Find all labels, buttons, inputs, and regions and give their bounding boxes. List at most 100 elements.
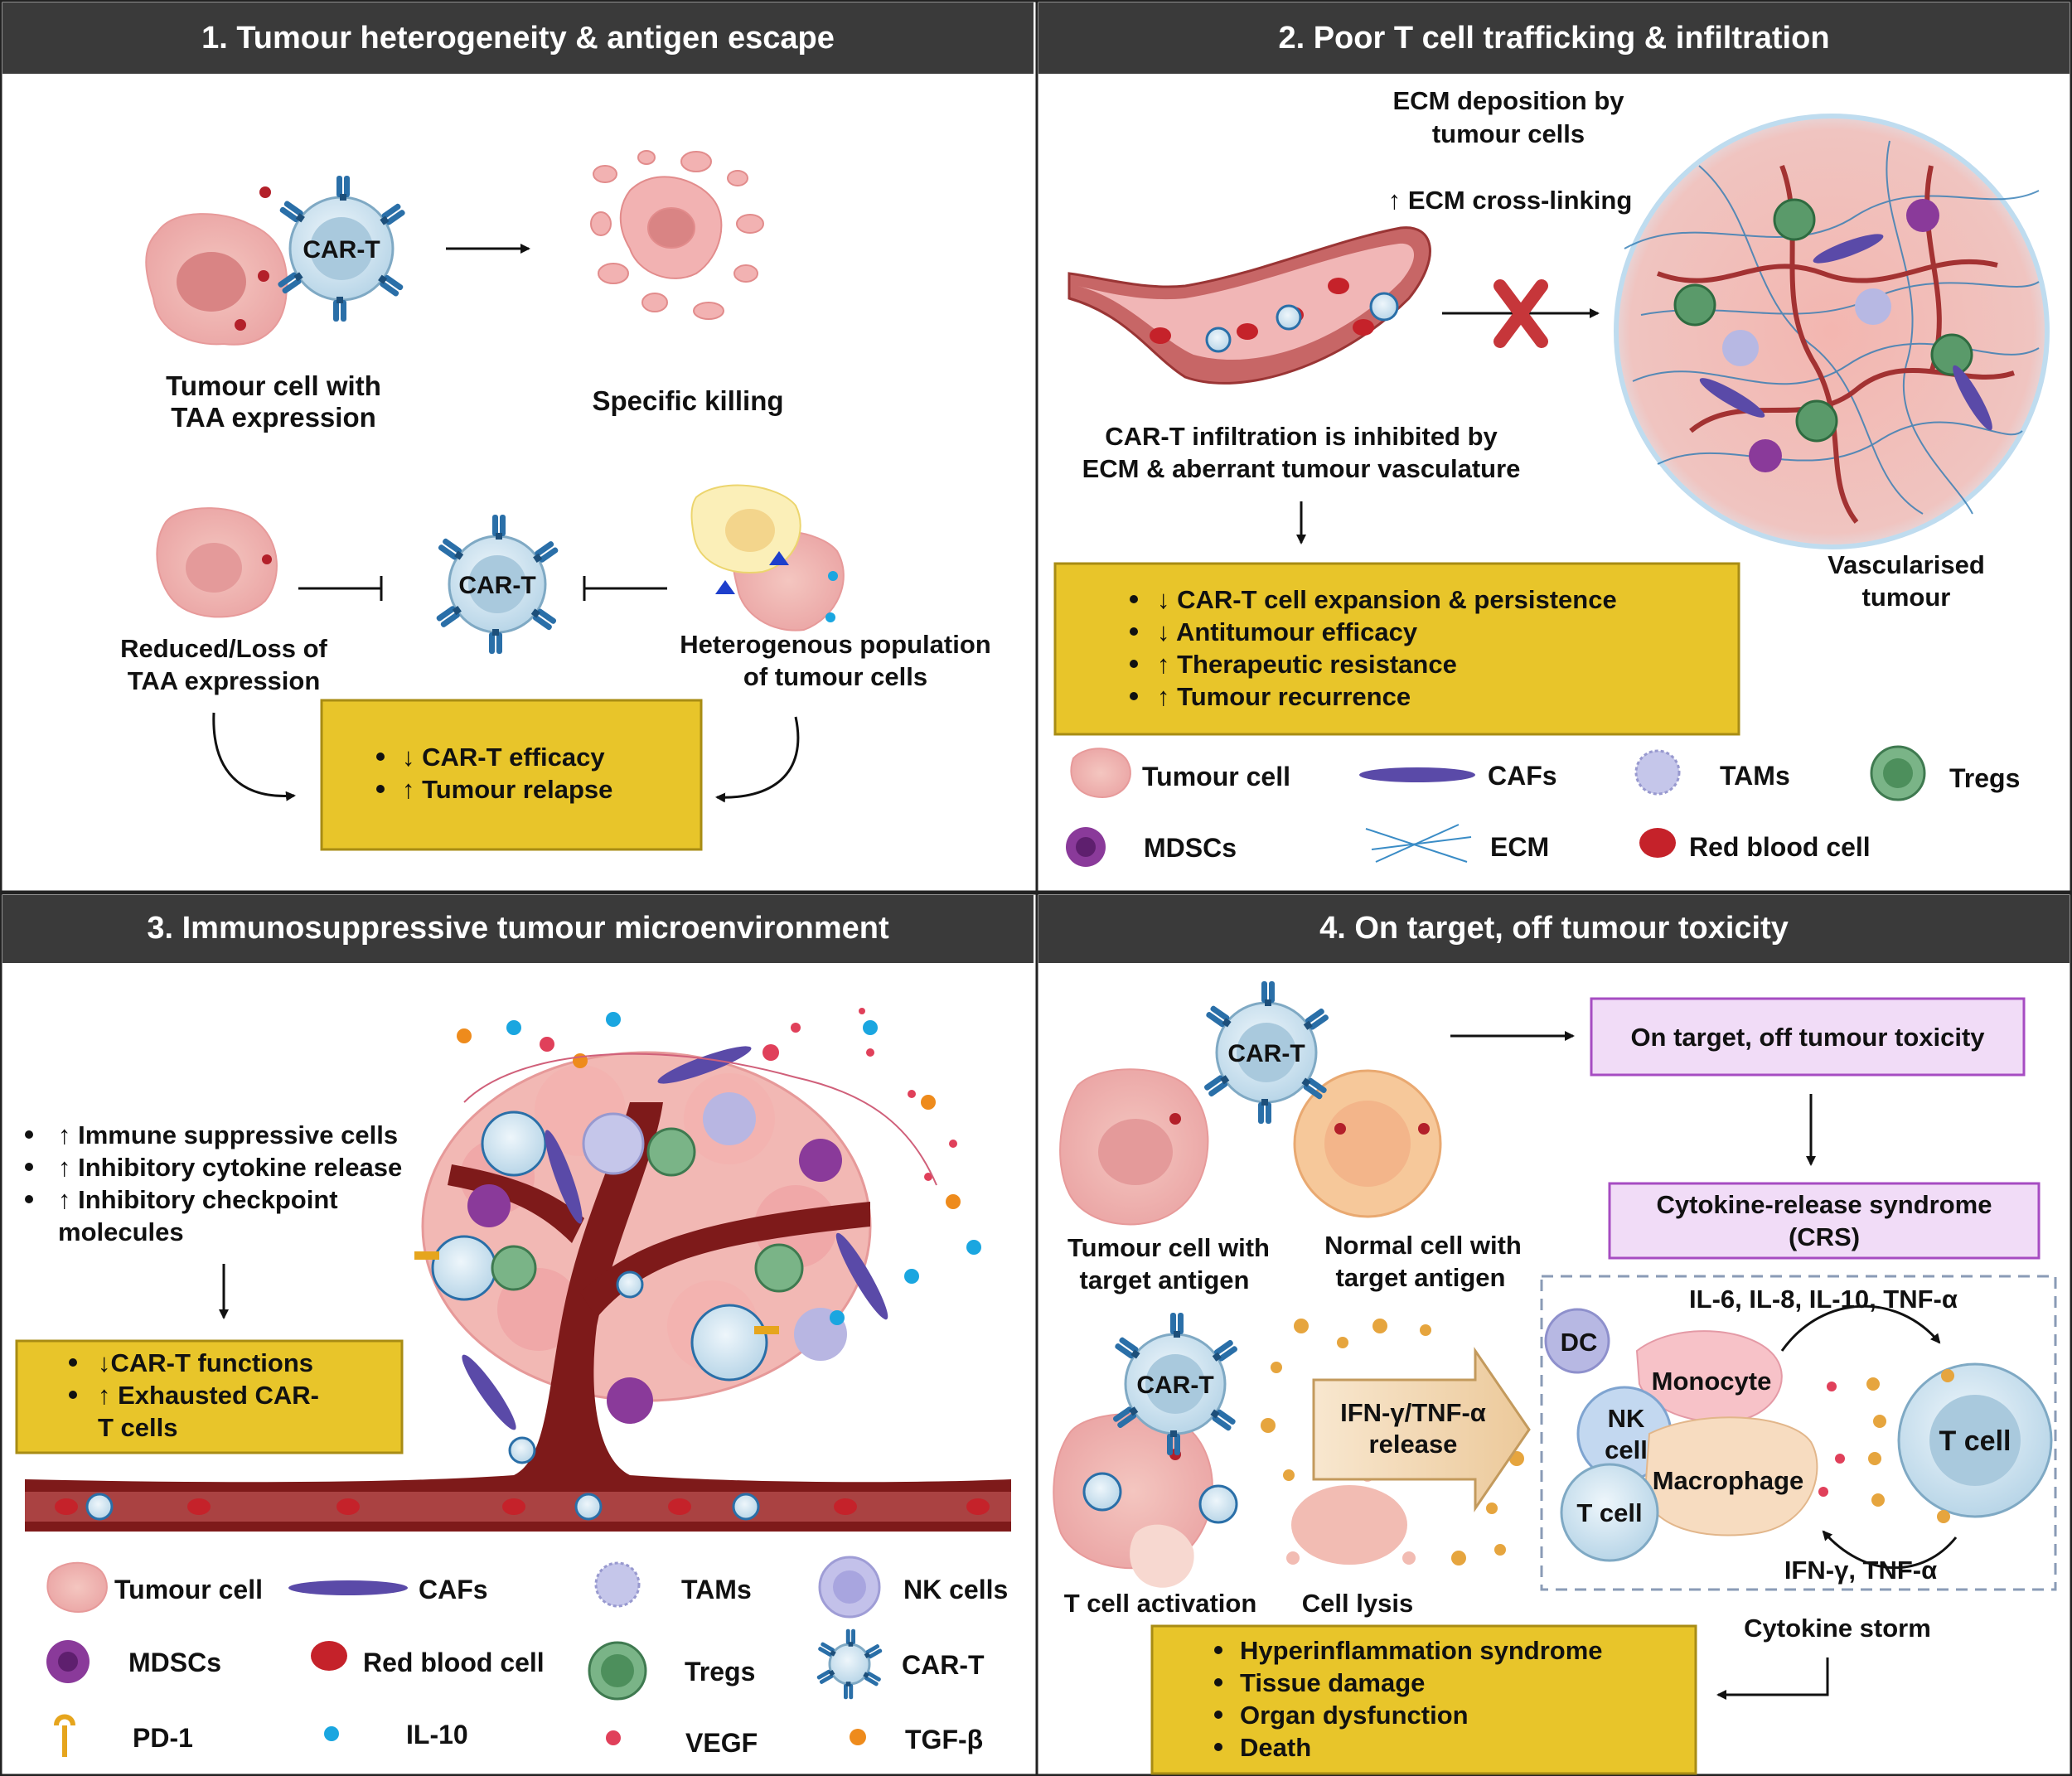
- cytokine-storm-label: Cytokine storm: [1744, 1614, 1931, 1643]
- panel-3-header: 3. Immunosuppressive tumour microenviron…: [2, 895, 1034, 963]
- outcome-item: ↑ Therapeutic resistance: [1157, 650, 1457, 679]
- vascularised-tumour-icon: [1614, 114, 2050, 549]
- outcome-item: Death: [1240, 1733, 1311, 1762]
- legend-tgf-beta: TGF-β: [905, 1725, 983, 1754]
- legend-ecm: ECM: [1490, 832, 1549, 862]
- legend-vegf: VEGF: [685, 1728, 758, 1758]
- panel-4-header: 4. On target, off tumour toxicity: [1038, 895, 2070, 963]
- t-cell-activation-icon: [1053, 1413, 1238, 1588]
- ecm-deposition-label-2: tumour cells: [1432, 119, 1585, 148]
- car-t-cell-icon: CAR-T: [277, 176, 406, 322]
- heterogenous-cells-icon: [690, 484, 845, 632]
- normal-target-label-1: Normal cell with: [1324, 1231, 1522, 1260]
- outcome-item: Organ dysfunction: [1240, 1701, 1469, 1730]
- panel-2-title: 2. Poor T cell trafficking & infiltratio…: [1278, 21, 1829, 56]
- tumour-cell-icon: [145, 186, 288, 346]
- outcome-item: ↓CAR-T functions: [98, 1348, 313, 1377]
- legend-red-blood-cell: Red blood cell: [1689, 832, 1871, 862]
- tumour-cell-label-2: TAA expression: [171, 402, 376, 433]
- crs-label-1: Cytokine-release syndrome: [1657, 1190, 1992, 1219]
- crs-label-2: (CRS): [1789, 1222, 1860, 1251]
- outcome-item: ↓ Antitumour efficacy: [1157, 617, 1418, 646]
- legend-cafs: CAFs: [419, 1575, 488, 1604]
- panel-3: ↑ Immune suppressive cells ↑ Inhibitory …: [15, 1008, 1011, 1758]
- panel-1-title: 1. Tumour heterogeneity & antigen escape: [201, 21, 835, 56]
- t-cell-big-label: T cell: [1939, 1425, 2011, 1457]
- car-t-label: CAR-T: [1136, 1372, 1213, 1399]
- blood-vessel-icon: [1067, 226, 1431, 385]
- heterogenous-label-2: of tumour cells: [743, 662, 927, 691]
- bullet-item: ↑ Inhibitory checkpoint: [58, 1185, 338, 1214]
- killed-cell-fragments-icon: [590, 150, 764, 320]
- outcome-item: T cells: [98, 1413, 178, 1442]
- outcome-item: ↑ Tumour recurrence: [1157, 682, 1411, 711]
- heterogenous-label-1: Heterogenous population: [680, 630, 990, 659]
- monocyte-label: Monocyte: [1652, 1367, 1772, 1396]
- specific-killing-label: Specific killing: [592, 385, 783, 416]
- macrophage-label: Macrophage: [1653, 1466, 1804, 1495]
- legend-il-10: IL-10: [406, 1720, 468, 1749]
- outcome-item: Tissue damage: [1240, 1668, 1425, 1697]
- outcome-item: ↑ Exhausted CAR-: [98, 1381, 319, 1410]
- outcome-item: Hyperinflammation syndrome: [1240, 1636, 1603, 1665]
- cell-lysis-icon: [1286, 1469, 1416, 1565]
- legend-car-t: CAR-T: [902, 1650, 985, 1680]
- tumour-cell-label-1: Tumour cell with: [166, 370, 381, 401]
- crs-box: Cytokine-release syndrome (CRS): [1608, 1182, 2041, 1260]
- cytokines-top-label: IL-6, IL-8, IL-10, TNF-α: [1689, 1285, 1958, 1314]
- panel-2: ECM deposition by tumour cells ↑ ECM cro…: [1053, 86, 2050, 867]
- legend-cafs: CAFs: [1488, 761, 1557, 791]
- outcome-item: ↓ CAR-T efficacy: [402, 743, 605, 772]
- car-t-label-2: CAR-T: [458, 572, 535, 599]
- panel-2-legend: Tumour cell CAFs TAMs Tregs MDSCs ECM Re…: [1066, 745, 2020, 867]
- car-t-cell-icon: CAR-T: [1111, 1313, 1239, 1455]
- bullet-item: ↑ Immune suppressive cells: [58, 1120, 398, 1149]
- legend-tregs: Tregs: [685, 1657, 755, 1686]
- t-cell-activation-label: T cell activation: [1064, 1589, 1257, 1618]
- outcome-item: ↑ Tumour relapse: [402, 775, 612, 804]
- legend-mdscs: MDSCs: [128, 1648, 221, 1677]
- outcome-item: ↓ CAR-T cell expansion & persistence: [1157, 585, 1617, 614]
- panel-4-outcome-box: Hyperinflammation syndrome Tissue damage…: [1150, 1624, 1697, 1775]
- cytokine-dots: [1261, 1319, 1524, 1565]
- legend-nk-cells: NK cells: [903, 1575, 1008, 1604]
- ecm-deposition-label-1: ECM deposition by: [1393, 86, 1625, 115]
- car-t-label: CAR-T: [1227, 1040, 1305, 1067]
- pd-1-icon: [54, 1714, 75, 1757]
- ifn-release-label-2: release: [1369, 1430, 1458, 1459]
- ifn-release-arrow: IFN-γ/TNF-α release: [1312, 1347, 1531, 1512]
- panel-2-outcome-box: ↓ CAR-T cell expansion & persistence ↓ A…: [1053, 562, 1740, 736]
- nk-label-2: cell: [1605, 1435, 1648, 1464]
- panel-4: CAR-T On target, off tumour toxicity Cyt…: [1053, 981, 2057, 1775]
- panel-1-header: 1. Tumour heterogeneity & antigen escape: [2, 2, 1034, 74]
- ecm-crosslinking-label: ↑ ECM cross-linking: [1388, 186, 1633, 215]
- tumour-target-label-1: Tumour cell with: [1067, 1233, 1270, 1262]
- legend-mdscs: MDSCs: [1144, 833, 1237, 863]
- normal-cell-icon: [1293, 1069, 1442, 1218]
- crs-mechanism-box: DC Monocyte NK cell Macrophage T cell T …: [1540, 1275, 2057, 1591]
- nk-label-1: NK: [1608, 1404, 1645, 1433]
- tumour-microenvironment-icon: [25, 1008, 1011, 1532]
- t-cell-label: T cell: [1576, 1498, 1642, 1527]
- car-t-cell-icon: CAR-T: [1203, 981, 1330, 1124]
- panel-2-header: 2. Poor T cell trafficking & infiltratio…: [1038, 2, 2070, 74]
- panel-3-outcome-box: ↓CAR-T functions ↑ Exhausted CAR- T cell…: [15, 1339, 404, 1454]
- legend-tumour-cell: Tumour cell: [1142, 762, 1290, 791]
- vascularised-label-2: tumour: [1862, 583, 1951, 612]
- blocked-cross-icon: [1493, 279, 1548, 348]
- panel-1-outcome-box: ↓ CAR-T efficacy ↑ Tumour relapse: [320, 699, 703, 851]
- panel-3-legend: Tumour cell CAFs TAMs NK cells MDSCs Red…: [46, 1556, 1008, 1758]
- legend-pd-1: PD-1: [133, 1723, 193, 1753]
- on-target-box: On target, off tumour toxicity: [1590, 997, 2026, 1077]
- car-t-label: CAR-T: [303, 236, 380, 264]
- ifn-release-label-1: IFN-γ/TNF-α: [1340, 1398, 1486, 1427]
- on-target-label: On target, off tumour toxicity: [1630, 1023, 1985, 1052]
- legend-tams: TAMs: [1720, 761, 1790, 791]
- tumour-target-label-2: target antigen: [1080, 1265, 1250, 1294]
- infiltration-label-1: CAR-T infiltration is inhibited by: [1105, 422, 1498, 451]
- bullet-item: molecules: [58, 1217, 184, 1246]
- panel-3-title: 3. Immunosuppressive tumour microenviron…: [147, 911, 889, 946]
- cytokines-bottom-label: IFN-γ, TNF-α: [1784, 1556, 1937, 1585]
- panel-3-bullets: ↑ Immune suppressive cells ↑ Inhibitory …: [25, 1120, 402, 1246]
